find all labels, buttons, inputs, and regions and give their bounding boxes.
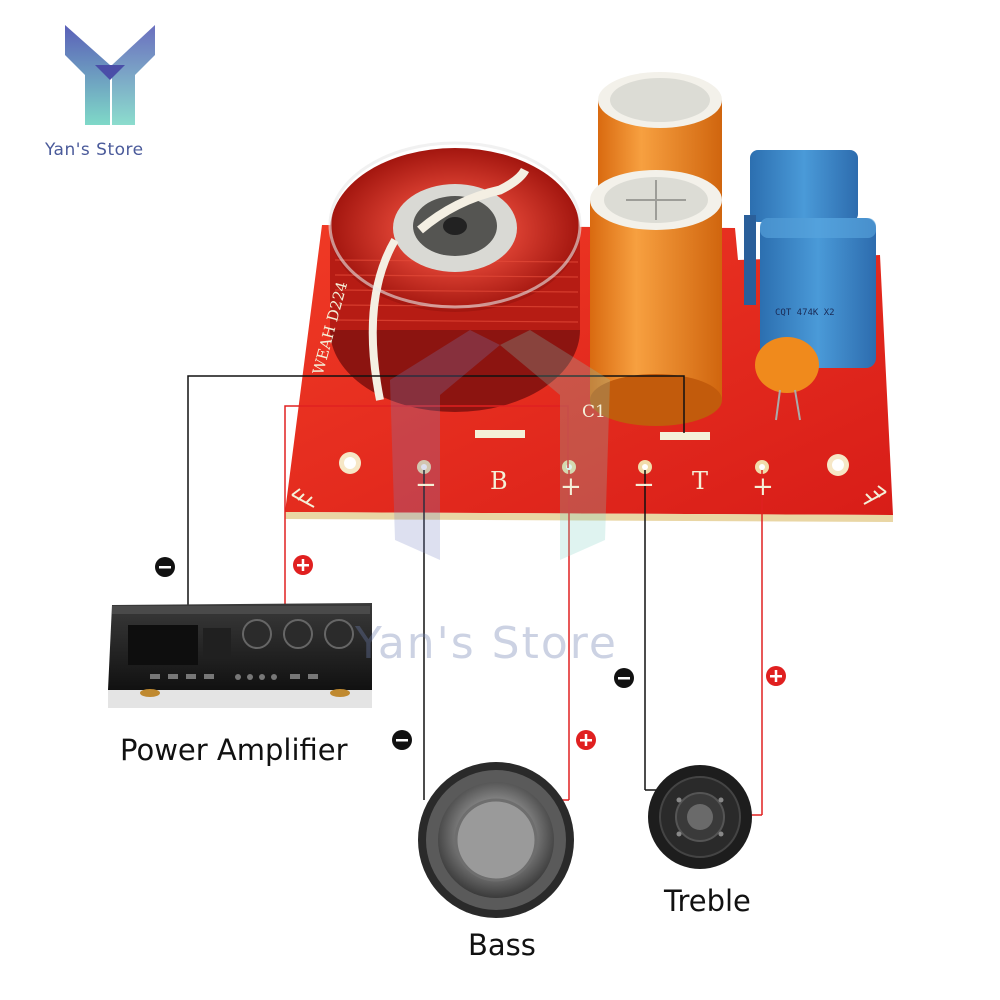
capacitor-c1-label: C1 — [582, 402, 606, 422]
bass-terminal-label: B — [490, 467, 508, 495]
negative-marker-treble — [614, 668, 634, 688]
treble-label: Treble — [664, 884, 751, 918]
polarity-markers — [155, 555, 786, 750]
negative-marker-amp — [155, 557, 175, 577]
watermark-text: Yan's Store — [355, 618, 618, 669]
ceramic-capacitor — [755, 337, 819, 421]
electrolytic-capacitor-bottom — [590, 170, 722, 426]
film-capacitor-top — [744, 150, 858, 305]
store-logo-text: Yan's Store — [45, 140, 144, 160]
yans-store-logo-icon — [65, 25, 155, 125]
bass-positive-terminal-label: + — [560, 472, 582, 502]
film-capacitor-marking: CQT 474K X2 — [775, 308, 835, 318]
positive-marker-amp — [293, 555, 313, 575]
power-amplifier-label: Power Amplifier — [120, 733, 348, 767]
wires — [187, 375, 763, 816]
inductor-coil — [328, 141, 582, 412]
woofer-speaker-icon — [418, 762, 574, 918]
bass-label: Bass — [468, 928, 536, 962]
negative-marker-bass — [392, 730, 412, 750]
positive-marker-treble — [766, 666, 786, 686]
amplifier-icon — [108, 603, 372, 708]
treble-positive-terminal-label: + — [752, 472, 774, 502]
treble-negative-terminal-label: − — [633, 470, 655, 500]
watermark-logo-icon — [390, 330, 610, 560]
film-capacitor-bottom — [760, 218, 876, 368]
treble-terminal-label: T — [692, 467, 709, 495]
tweeter-speaker-icon — [648, 765, 752, 869]
positive-marker-bass — [576, 730, 596, 750]
bass-negative-terminal-label: − — [415, 470, 437, 500]
